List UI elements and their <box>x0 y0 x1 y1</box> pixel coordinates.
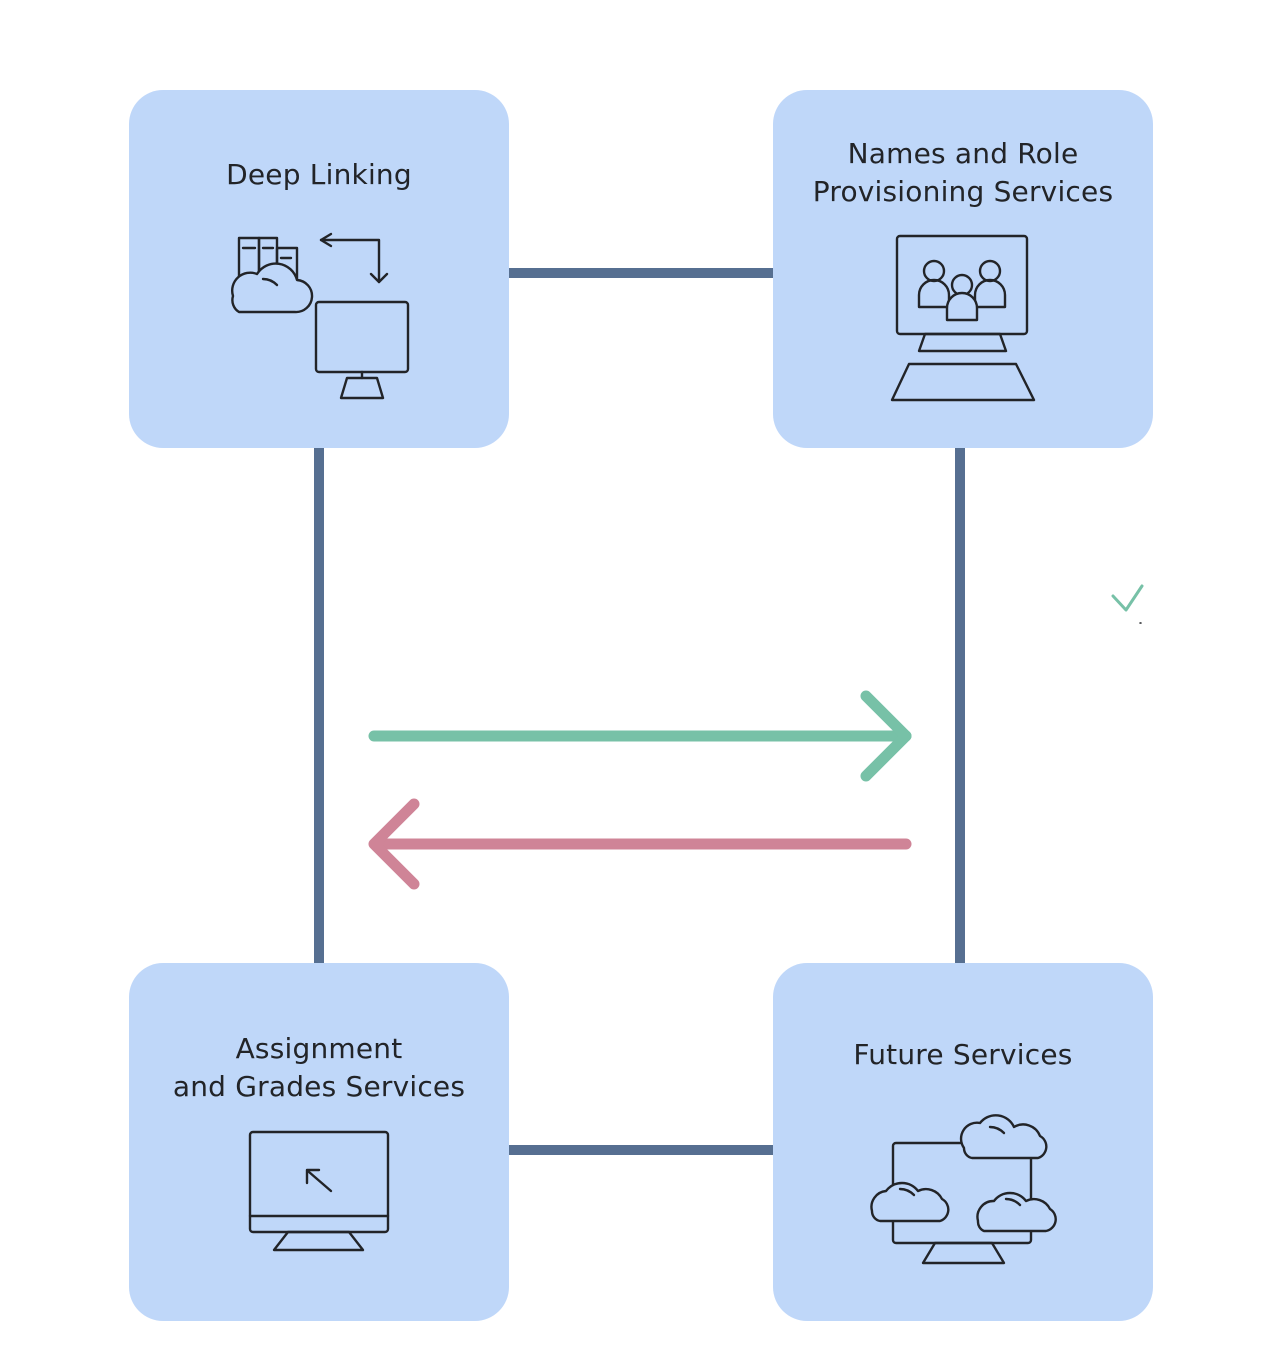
deep-linking-title: Deep Linking <box>226 158 412 191</box>
future-services-box: Future Services <box>773 963 1153 1321</box>
connector-right <box>955 443 965 966</box>
arrow-right-icon <box>366 688 920 788</box>
ags-title: Assignment and Grades Services <box>172 1032 466 1103</box>
connector-left <box>314 443 324 966</box>
monitor-clouds-icon <box>868 1113 1060 1269</box>
cloud-servers-monitor-sync-icon <box>225 230 415 405</box>
nrps-title: Names and Role Provisioning Services <box>812 137 1114 208</box>
arrow-left-icon <box>366 796 920 896</box>
connector-top <box>505 268 777 278</box>
deep-linking-box: Deep Linking <box>129 90 509 448</box>
connector-bottom <box>505 1145 777 1155</box>
future-services-title: Future Services <box>853 1038 1073 1071</box>
checkmark-icon <box>1108 582 1148 632</box>
monitor-users-group-icon <box>888 233 1038 408</box>
ags-box: Assignment and Grades Services <box>129 963 509 1321</box>
nrps-box: Names and Role Provisioning Services <box>773 90 1153 448</box>
monitor-cursor-icon <box>247 1129 393 1255</box>
